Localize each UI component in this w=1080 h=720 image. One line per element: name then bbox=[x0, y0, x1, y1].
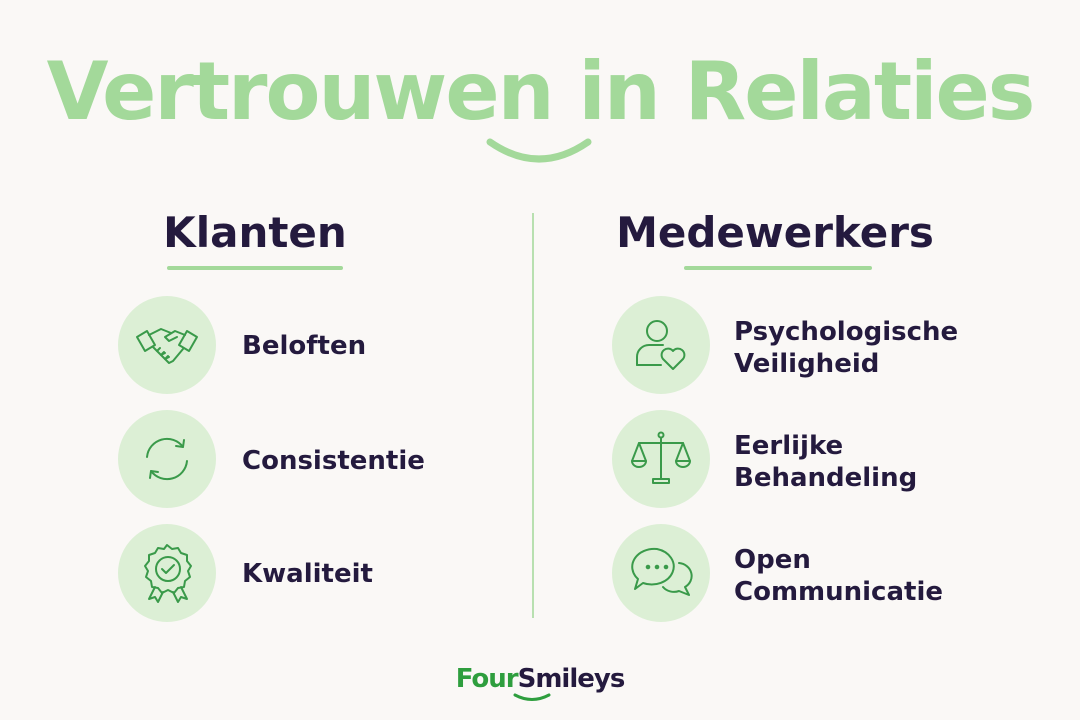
label-eerlijke-behandeling: Eerlijke Behandeling bbox=[734, 430, 917, 494]
label-eerlijke-line-2: Behandeling bbox=[734, 463, 918, 493]
label-psychologische-line-2: Veiligheid bbox=[734, 349, 880, 379]
label-open-line-2: Communicatie bbox=[734, 577, 943, 607]
handshake-icon bbox=[118, 296, 216, 394]
label-beloften: Beloften bbox=[242, 330, 366, 362]
page-title: Vertrouwen in Relaties bbox=[46, 45, 1036, 138]
heading-klanten: Klanten bbox=[163, 208, 347, 257]
label-psychologische-line-1: Psychologische bbox=[734, 317, 959, 347]
label-kwaliteit-line-1: Kwaliteit bbox=[242, 559, 373, 589]
logo-smileys: Smileys bbox=[517, 664, 626, 694]
refresh-icon bbox=[118, 410, 216, 508]
heading-klanten-underline bbox=[167, 266, 343, 270]
person-heart-icon bbox=[612, 296, 710, 394]
label-psychologische-veiligheid: Psychologische Veiligheid bbox=[734, 316, 958, 380]
quality-badge-icon bbox=[118, 524, 216, 622]
label-consistentie-line-1: Consistentie bbox=[242, 446, 425, 476]
heading-medewerkers-underline bbox=[684, 266, 872, 270]
smile-icon bbox=[486, 138, 592, 163]
label-eerlijke-line-1: Eerlijke bbox=[734, 431, 844, 461]
foursmileys-logo: FourSmileys bbox=[0, 664, 1080, 694]
label-consistentie: Consistentie bbox=[242, 445, 425, 477]
label-beloften-line-1: Beloften bbox=[242, 331, 367, 361]
label-open-line-1: Open bbox=[734, 545, 811, 575]
logo-smile-icon bbox=[513, 693, 551, 701]
column-divider bbox=[532, 213, 534, 618]
label-kwaliteit: Kwaliteit bbox=[242, 558, 373, 590]
chat-bubbles-icon bbox=[612, 524, 710, 622]
label-open-communicatie: Open Communicatie bbox=[734, 544, 943, 608]
heading-medewerkers: Medewerkers bbox=[616, 208, 934, 257]
logo-four: Four bbox=[455, 664, 519, 694]
scales-icon bbox=[612, 410, 710, 508]
